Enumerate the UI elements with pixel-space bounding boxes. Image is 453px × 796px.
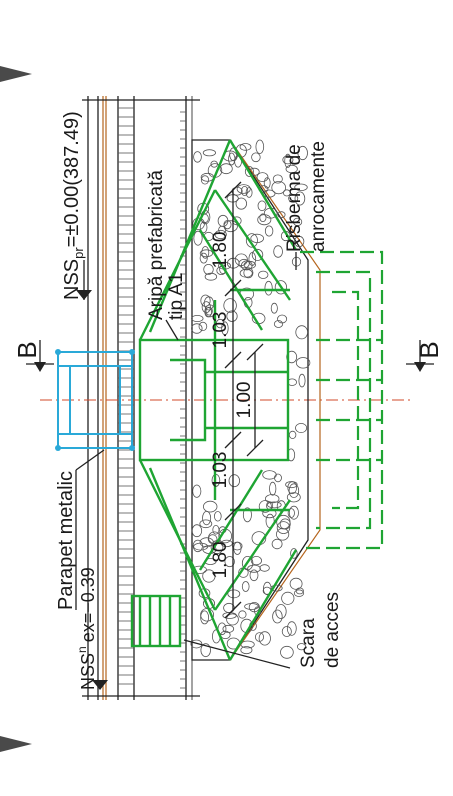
dim-1-80-bottom: 1.80	[210, 542, 231, 579]
svg-text:NSSpr=±0.00(387.49): NSSpr=±0.00(387.49)	[61, 111, 86, 300]
svg-text:B: B	[414, 341, 444, 358]
section-marker-left: B	[12, 340, 54, 372]
risberma-label: Risberma de anrocamente	[284, 141, 329, 252]
scara-label: Scara de acces	[298, 592, 343, 668]
svg-text:de acces: de acces	[322, 592, 343, 668]
dim-1-03-bottom: 1.03	[210, 452, 231, 489]
dim-1-80-top: 1.80	[210, 232, 231, 269]
dim-1-03-top: 1.03	[210, 312, 231, 349]
level-marker-icon-ex	[92, 680, 108, 690]
arrow-icon-top	[0, 66, 32, 82]
dim-1-00: 1.00	[234, 382, 255, 419]
svg-text:Parapet metalic: Parapet metalic	[55, 471, 77, 610]
svg-text:Risberma de: Risberma de	[284, 144, 305, 252]
aripa-label: Aripă prefabricată tip A1	[146, 170, 187, 320]
svg-text:anrocamente: anrocamente	[308, 141, 329, 252]
parapet-label: Parapet metalic	[55, 471, 77, 610]
arrow-icon-bottom	[0, 736, 32, 752]
svg-text:NSSnex=−0.39: NSSnex=−0.39	[75, 567, 98, 690]
svg-text:Aripă prefabricată: Aripă prefabricată	[146, 170, 167, 320]
level-marker-icon-pr	[76, 290, 92, 300]
nss-pr-label: NSSpr=±0.00(387.49)	[61, 111, 86, 300]
svg-text:tip A1: tip A1	[166, 272, 187, 320]
svg-text:B: B	[12, 341, 42, 358]
dimension-chain	[224, 181, 264, 619]
culvert-apron-dashed	[300, 250, 384, 550]
metal-parapet	[55, 349, 135, 451]
nss-ex-label: NSSnex=−0.39	[75, 567, 98, 690]
svg-text:Scara: Scara	[298, 618, 319, 668]
culvert-headwall	[130, 139, 298, 661]
section-marker-right: B	[406, 340, 444, 372]
